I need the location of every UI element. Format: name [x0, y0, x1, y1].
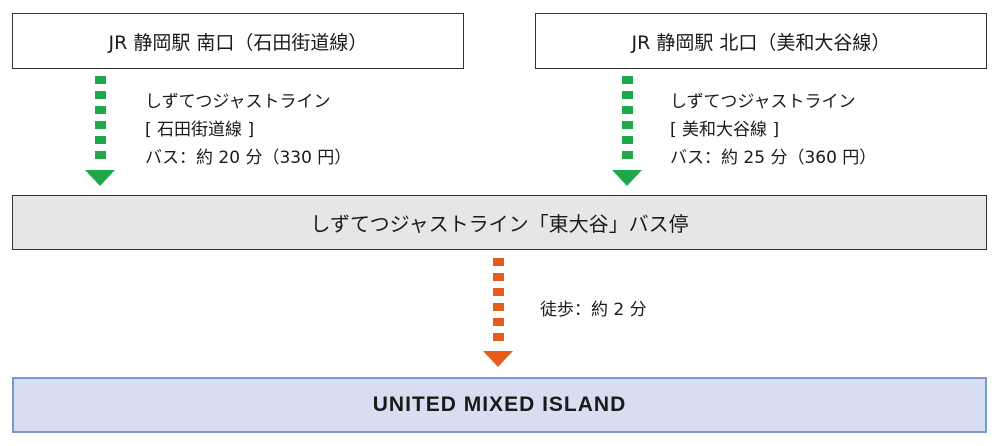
- arrow-dash: [95, 106, 106, 114]
- arrow-dash: [622, 151, 633, 159]
- arrow-dash: [493, 258, 504, 266]
- route-note-north: しずてつジャストライン [ 美和大谷線 ] バス：約 25 分（360 円）: [670, 88, 876, 172]
- bus-stop-label: しずてつジャストライン「東大谷」バス停: [310, 212, 689, 236]
- station-north-exit-box: JR 静岡駅 北口（美和大谷線）: [535, 13, 987, 69]
- arrow-dash: [95, 136, 106, 144]
- route-note-south-fare: バス：約 20 分（330 円）: [145, 148, 352, 168]
- route-note-south-line: [ 石田街道線 ]: [145, 120, 255, 140]
- arrow-head-icon: [612, 170, 642, 186]
- destination-label: UNITED MIXED ISLAND: [372, 393, 627, 416]
- arrow-dash: [493, 273, 504, 281]
- arrow-dash: [622, 121, 633, 129]
- arrow-head-icon: [85, 170, 115, 186]
- destination-box: UNITED MIXED ISLAND: [12, 377, 987, 433]
- station-south-exit-label: JR 静岡駅 南口（石田街道線）: [108, 31, 368, 54]
- arrow-dash: [622, 136, 633, 144]
- arrow-head-icon: [483, 351, 513, 367]
- arrow-dash: [95, 76, 106, 84]
- arrow-dash: [493, 288, 504, 296]
- arrow-dash: [493, 318, 504, 326]
- bus-route-arrow-north: [612, 76, 642, 188]
- arrow-dash: [493, 303, 504, 311]
- arrow-dash: [95, 121, 106, 129]
- arrow-dash: [493, 333, 504, 341]
- arrow-dash: [95, 151, 106, 159]
- walk-note: 徒歩：約 2 分: [540, 296, 647, 324]
- route-note-north-fare: バス：約 25 分（360 円）: [670, 148, 877, 168]
- route-note-north-operator: しずてつジャストライン: [670, 92, 856, 112]
- station-south-exit-box: JR 静岡駅 南口（石田街道線）: [12, 13, 464, 69]
- bus-stop-box: しずてつジャストライン「東大谷」バス停: [12, 195, 987, 250]
- arrow-dash: [622, 76, 633, 84]
- station-north-exit-label: JR 静岡駅 北口（美和大谷線）: [631, 31, 891, 54]
- arrow-dash: [622, 106, 633, 114]
- route-note-south: しずてつジャストライン [ 石田街道線 ] バス：約 20 分（330 円）: [145, 88, 351, 172]
- walk-note-time: 徒歩：約 2 分: [540, 300, 647, 320]
- arrow-dash: [95, 91, 106, 99]
- walk-route-arrow: [483, 258, 513, 370]
- route-note-south-operator: しずてつジャストライン: [145, 92, 331, 112]
- bus-route-arrow-south: [85, 76, 115, 188]
- route-note-north-line: [ 美和大谷線 ]: [670, 120, 780, 140]
- arrow-dash: [622, 91, 633, 99]
